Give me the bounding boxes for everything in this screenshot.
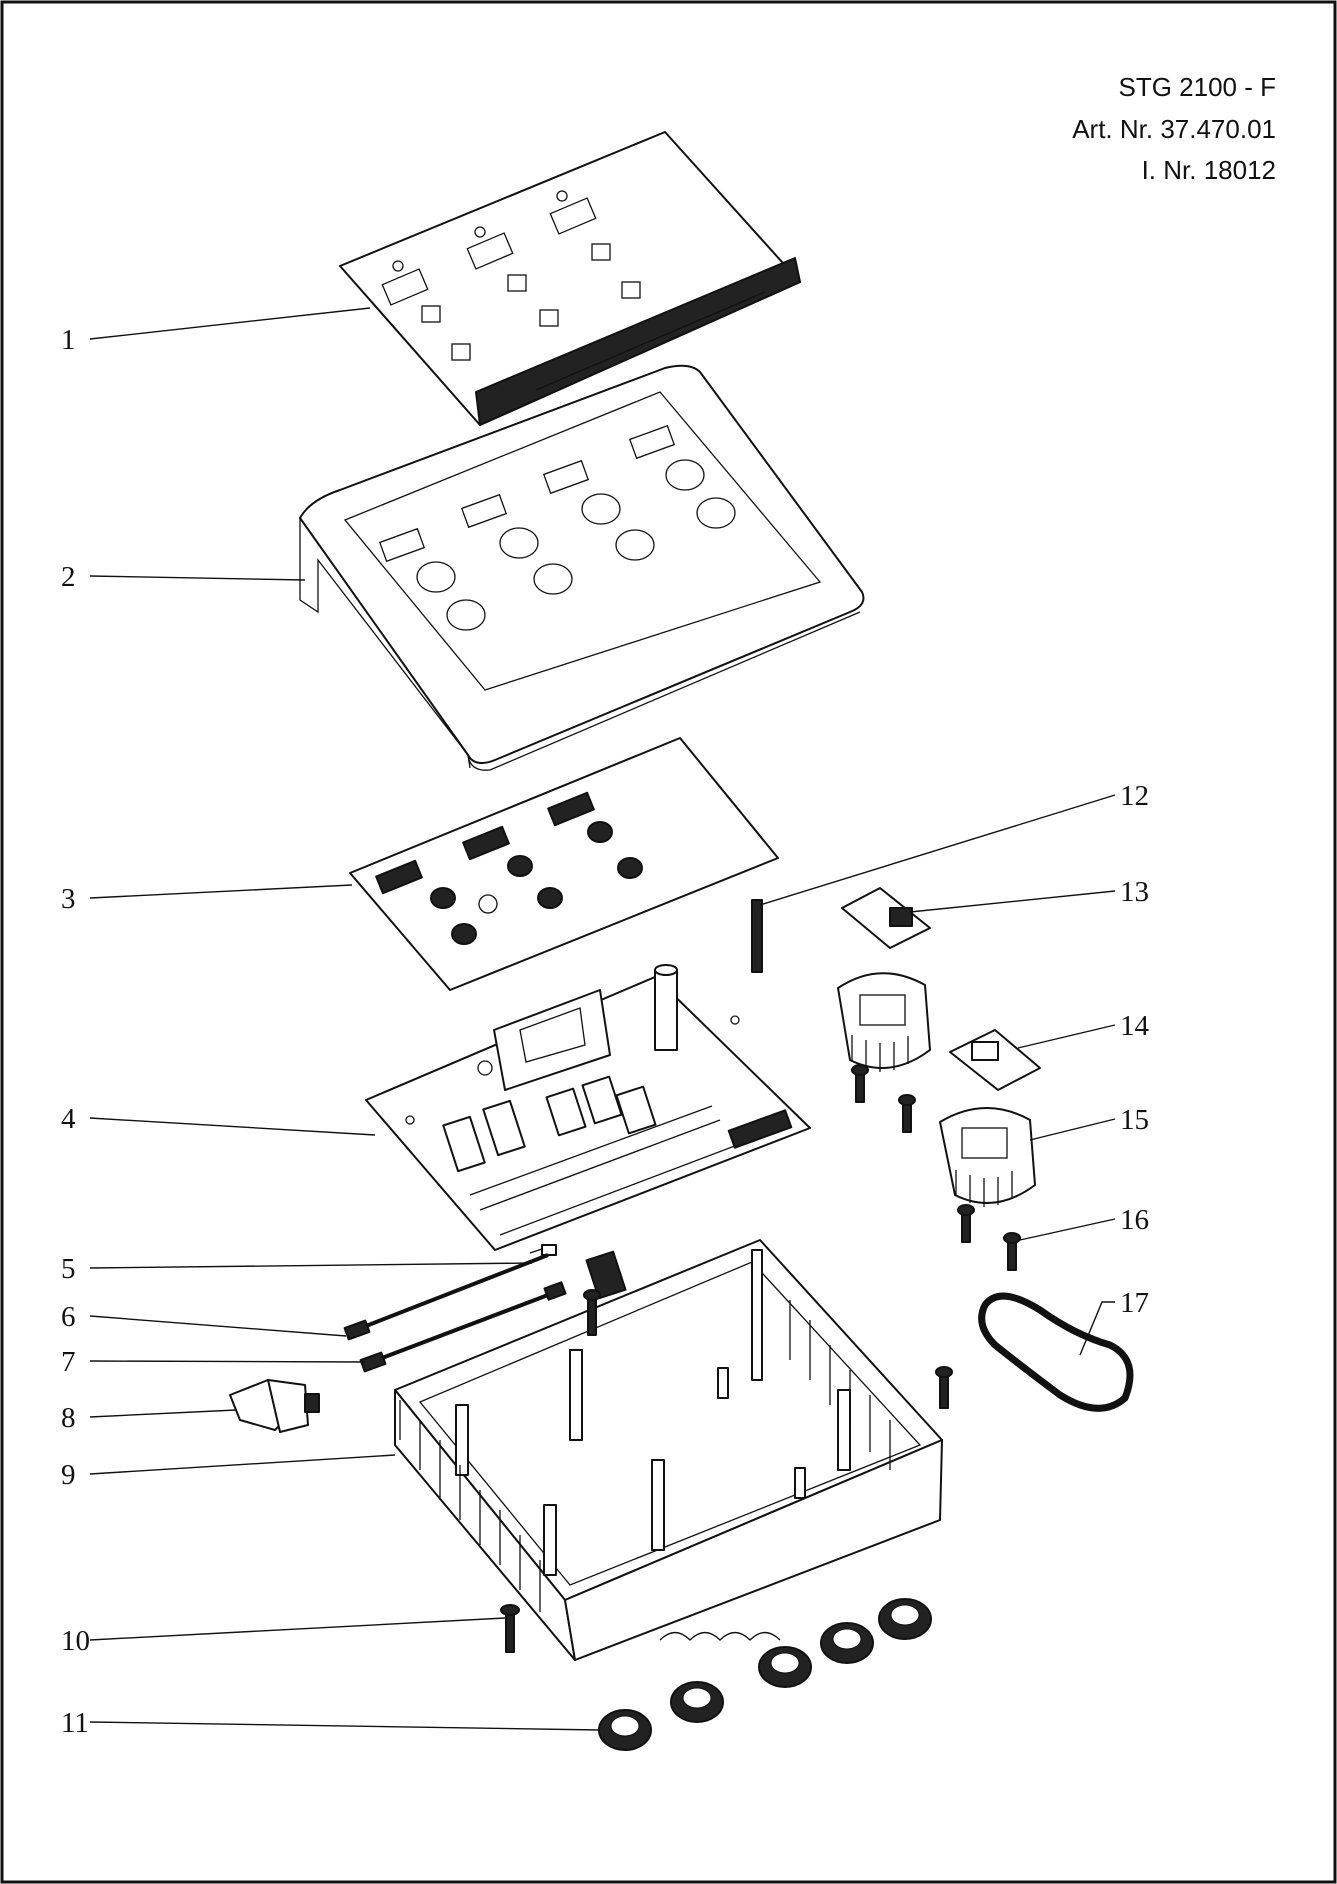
- callout-1: 1: [61, 324, 76, 356]
- callout-2: 2: [61, 561, 76, 593]
- part-4-main-board: [365, 964, 811, 1251]
- screws-housing: [583, 1289, 953, 1409]
- part-15-heatsinks: [837, 972, 1036, 1207]
- model-label: STG 2100 - F: [1118, 72, 1277, 102]
- part-14-small-board: [949, 1029, 1041, 1091]
- identifier-number-label: I. Nr. 18012: [1141, 155, 1276, 185]
- leader-lines: [89, 307, 1116, 1731]
- part-17-gasket: [978, 1292, 1134, 1412]
- callout-4: 4: [61, 1103, 76, 1135]
- callout-12: 12: [1120, 780, 1149, 812]
- callout-labels: 1 2 3 4 5 6 7 8 9 10 11 12 13 14 15 16 1…: [61, 324, 1150, 1739]
- part-16-screws: [851, 1064, 1021, 1271]
- part-13-small-board: [841, 887, 931, 949]
- callout-9: 9: [61, 1459, 76, 1491]
- callout-10: 10: [61, 1625, 90, 1657]
- part-2-cover: [299, 364, 865, 771]
- callout-6: 6: [61, 1301, 76, 1333]
- callout-7: 7: [61, 1346, 76, 1378]
- callout-5: 5: [61, 1253, 76, 1285]
- part-3-display-board: [349, 737, 779, 991]
- callout-11: 11: [61, 1707, 89, 1739]
- part-5-connector: [529, 1244, 627, 1300]
- callout-3: 3: [61, 883, 76, 915]
- article-number-label: Art. Nr. 37.470.01: [1072, 114, 1276, 144]
- callout-13: 13: [1120, 876, 1149, 908]
- part-9-base-housing: [394, 1239, 943, 1661]
- part-12-bracket: [751, 899, 763, 973]
- part-1-front-foil: [339, 131, 801, 426]
- part-7-cable: [359, 1281, 567, 1373]
- callout-16: 16: [1120, 1204, 1149, 1236]
- callout-15: 15: [1120, 1104, 1149, 1136]
- part-10-screw: [500, 1604, 520, 1653]
- callout-17: 17: [1120, 1287, 1149, 1319]
- part-8-fuse-holder: [229, 1379, 320, 1433]
- callout-8: 8: [61, 1402, 76, 1434]
- callout-14: 14: [1120, 1010, 1150, 1042]
- part-11-grommets: [598, 1598, 932, 1751]
- part-6-cable: [343, 1253, 549, 1341]
